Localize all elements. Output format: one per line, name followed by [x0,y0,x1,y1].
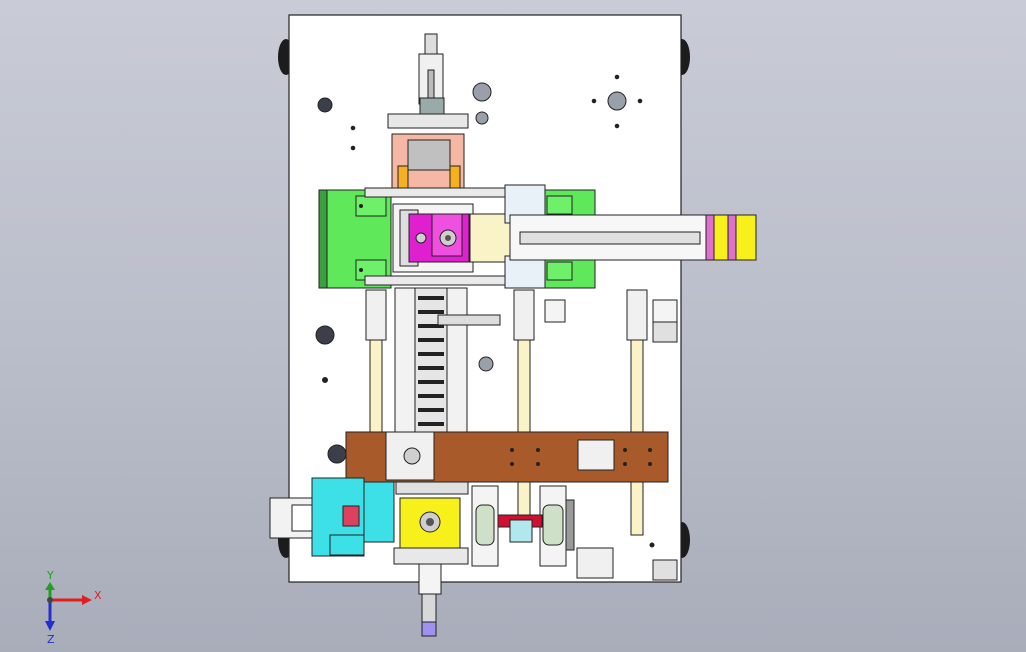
center-carriage[interactable] [392,203,474,273]
x-arrow-head-icon [82,595,92,605]
brown-crossbar[interactable] [345,431,669,483]
left-green-cylinder[interactable] [318,189,392,289]
y-axis-label: Y [46,569,54,582]
z-arrow-head-icon [45,621,55,631]
sensor-brackets[interactable] [544,299,678,581]
top-slide-assembly[interactable] [387,33,469,195]
z-axis-label: Z [47,633,55,646]
chain-links [418,296,444,426]
lower-yellow-block[interactable] [393,481,469,565]
origin-point [47,597,53,603]
y-arrow-head-icon [45,582,55,590]
lower-left-cyan-block[interactable] [269,477,395,557]
x-axis-label: X [94,589,102,602]
roller-assembly[interactable] [471,485,614,579]
coordinate-triad: X Y Z [45,569,102,646]
bottom-output-shaft[interactable] [418,563,442,637]
plate-holes [315,74,655,548]
right-horizontal-cylinder[interactable] [469,184,757,289]
rail-bracket[interactable] [437,314,501,326]
